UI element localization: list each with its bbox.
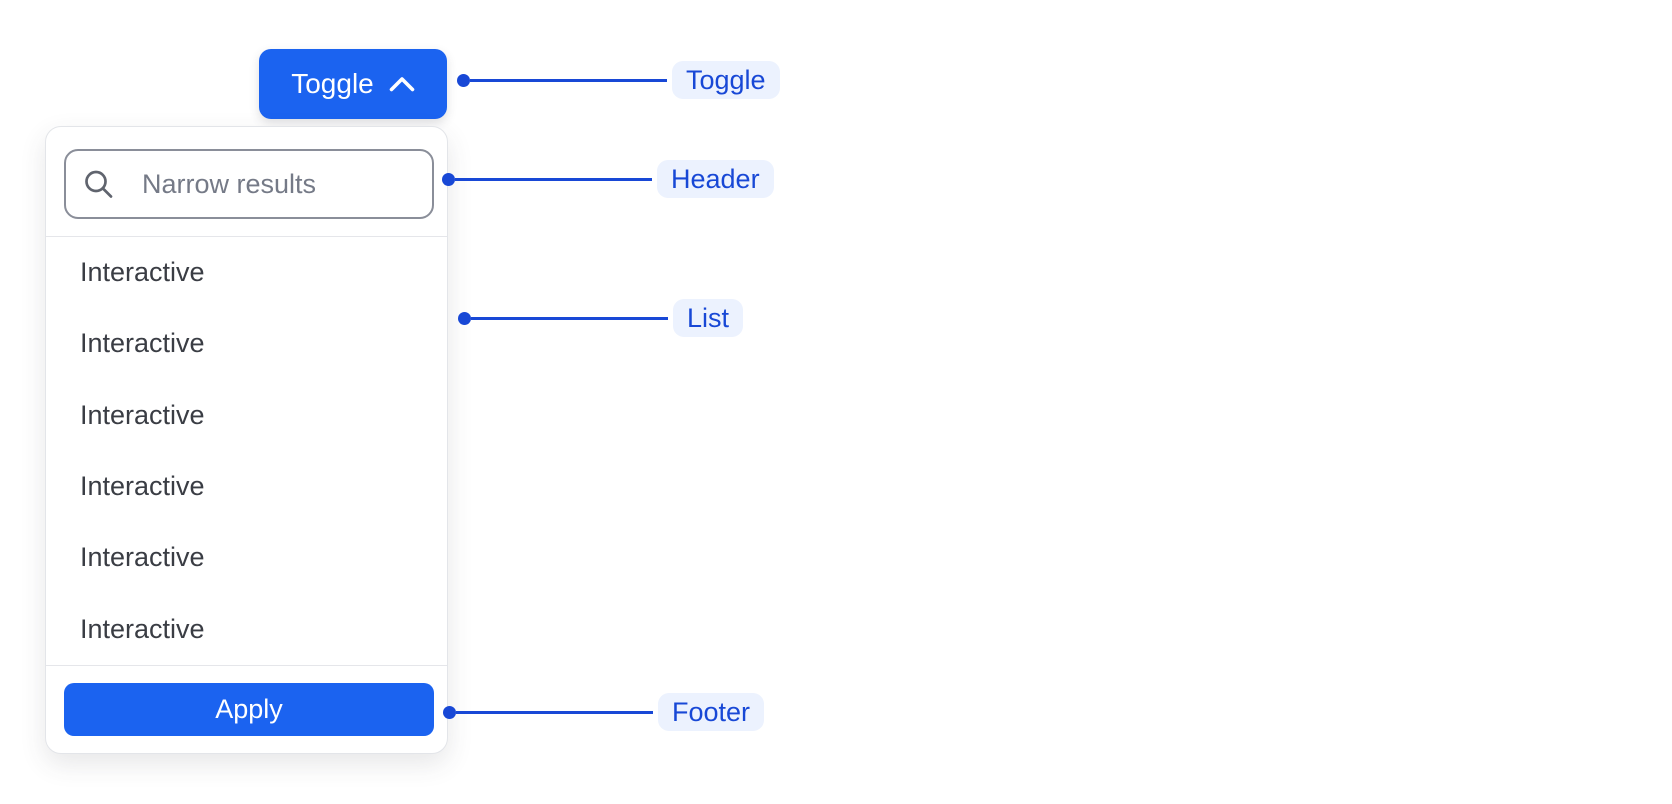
header-divider [46, 236, 447, 237]
dropdown-panel: Interactive Interactive Interactive Inte… [45, 126, 448, 754]
annotation-line [456, 710, 653, 714]
annotation-label-header: Header [657, 160, 774, 198]
annotation-line [455, 177, 652, 181]
annotation-label-toggle: Toggle [672, 61, 780, 99]
dropdown-footer: Apply [46, 666, 447, 753]
annotation-dot [443, 705, 456, 719]
annotation-label-footer: Footer [658, 693, 765, 731]
search-field-wrapper [64, 149, 434, 219]
annotation-dot [457, 73, 470, 87]
dropdown-header [46, 127, 447, 236]
toggle-button[interactable]: Toggle [259, 49, 447, 119]
footer-divider [46, 665, 447, 666]
annotation-label-list: List [673, 299, 744, 337]
list-item[interactable]: Interactive [80, 399, 205, 430]
annotation-dot [442, 172, 455, 186]
list-item[interactable]: Interactive [80, 328, 205, 359]
annotation-footer: Footer [443, 693, 765, 731]
annotation-line [470, 78, 667, 82]
annotation-list: List [458, 299, 744, 337]
toggle-button-label: Toggle [291, 68, 374, 99]
annotation-line [471, 316, 668, 320]
list-item[interactable]: Interactive [80, 257, 205, 288]
search-input[interactable] [64, 149, 434, 219]
annotation-header: Header [442, 160, 774, 198]
annotation-toggle: Toggle [457, 61, 780, 99]
chevron-up-icon [389, 76, 415, 92]
list-item[interactable]: Interactive [80, 542, 205, 573]
list-item[interactable]: Interactive [80, 471, 205, 502]
annotation-dot [458, 311, 471, 325]
apply-button[interactable]: Apply [64, 683, 434, 736]
dropdown-list: Interactive Interactive Interactive Inte… [46, 237, 447, 665]
list-item[interactable]: Interactive [80, 613, 205, 644]
